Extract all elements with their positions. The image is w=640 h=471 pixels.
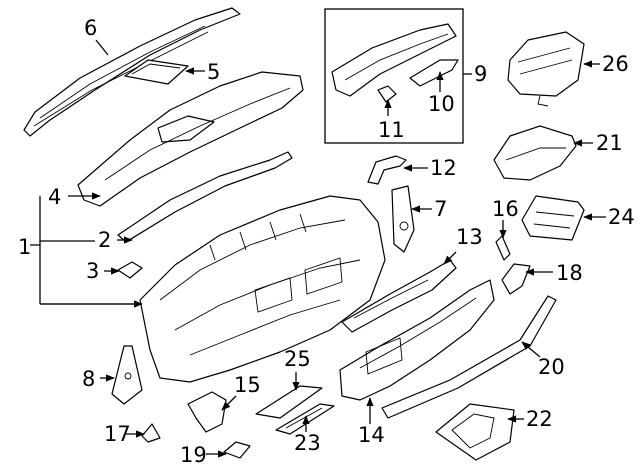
callout-3: 3 bbox=[86, 259, 99, 283]
part-2-strip[interactable] bbox=[117, 151, 293, 243]
callout-15: 15 bbox=[234, 373, 261, 397]
part-10-vent-trim[interactable] bbox=[409, 59, 459, 87]
part-3-clip[interactable] bbox=[117, 261, 143, 279]
callout-14: 14 bbox=[358, 423, 385, 447]
part-24-control-unit[interactable] bbox=[521, 195, 585, 241]
callout-10: 10 bbox=[428, 92, 455, 116]
callout-23: 23 bbox=[294, 431, 321, 455]
callout-26: 26 bbox=[602, 52, 629, 76]
leader-20 bbox=[521, 341, 541, 358]
inset-box bbox=[324, 8, 464, 144]
leader-1 bbox=[30, 196, 140, 305]
part-6-defroster-strip[interactable] bbox=[23, 7, 241, 137]
part-12-handle[interactable] bbox=[367, 155, 407, 185]
part-5-grille[interactable] bbox=[124, 59, 189, 85]
leader-6 bbox=[95, 39, 109, 56]
part-7-side-panel[interactable] bbox=[391, 185, 415, 253]
part-20-sill-trim[interactable] bbox=[381, 295, 557, 419]
callout-11: 11 bbox=[378, 118, 405, 142]
part-9-vent-assembly[interactable] bbox=[331, 23, 457, 97]
callout-22: 22 bbox=[526, 407, 553, 431]
part-8-end-cap[interactable] bbox=[111, 345, 143, 405]
callout-6: 6 bbox=[84, 16, 97, 40]
leader-13 bbox=[443, 251, 457, 265]
callout-20: 20 bbox=[538, 355, 565, 379]
part-13-trim[interactable] bbox=[341, 259, 457, 333]
callout-5: 5 bbox=[207, 60, 220, 84]
callout-2: 2 bbox=[98, 228, 111, 252]
leader-15 bbox=[221, 395, 237, 411]
callout-16: 16 bbox=[492, 197, 519, 221]
callout-21: 21 bbox=[596, 131, 623, 155]
part-15-bracket[interactable] bbox=[187, 391, 227, 433]
callout-18: 18 bbox=[556, 261, 583, 285]
part-16-clip[interactable] bbox=[495, 235, 511, 261]
callout-8: 8 bbox=[82, 367, 95, 391]
part-25-grille[interactable] bbox=[255, 385, 323, 419]
callout-13: 13 bbox=[456, 225, 483, 249]
callout-25: 25 bbox=[284, 347, 311, 371]
part-26-airbag[interactable] bbox=[507, 31, 585, 107]
callout-7: 7 bbox=[434, 197, 447, 221]
callout-24: 24 bbox=[608, 205, 635, 229]
part-1-instrument-panel[interactable] bbox=[139, 195, 386, 383]
part-4-upper-cover[interactable] bbox=[77, 71, 304, 207]
part-19-insert[interactable] bbox=[223, 441, 251, 459]
part-17-clip[interactable] bbox=[141, 423, 161, 443]
callout-9: 9 bbox=[474, 62, 487, 86]
part-11-knob[interactable] bbox=[377, 85, 397, 103]
part-18-bracket[interactable] bbox=[501, 263, 531, 295]
part-22-vent-bezel[interactable] bbox=[435, 403, 515, 461]
part-14-lower-panel[interactable] bbox=[339, 279, 495, 401]
part-21-module[interactable] bbox=[493, 125, 577, 181]
callout-12: 12 bbox=[430, 156, 457, 180]
callout-4: 4 bbox=[48, 185, 61, 209]
callout-1: 1 bbox=[18, 235, 31, 259]
callout-19: 19 bbox=[180, 443, 207, 467]
